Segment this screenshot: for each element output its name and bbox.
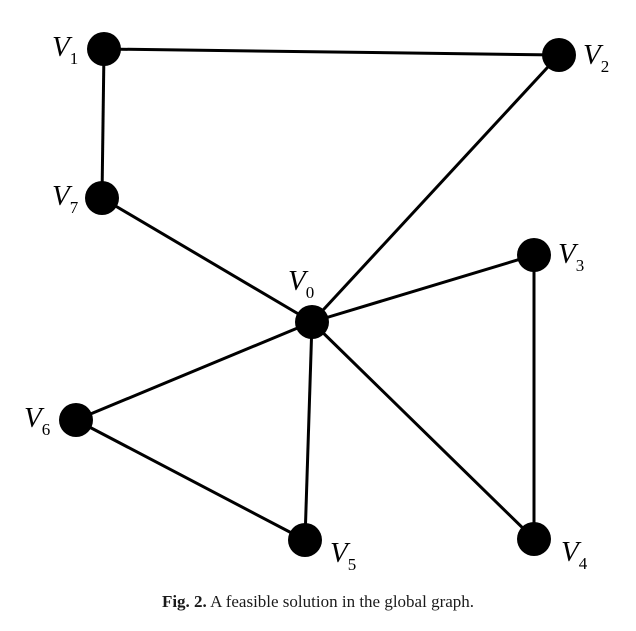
- node-v4: [517, 522, 551, 556]
- node-v3: [517, 238, 551, 272]
- node-label-v0: V0: [288, 265, 314, 302]
- node-label-v6: V6: [24, 402, 50, 439]
- node-label-v4: V4: [561, 536, 588, 573]
- node-label-v5: V5: [330, 537, 356, 574]
- edge-v2-v0: [310, 53, 561, 324]
- edge-v7-v0: [101, 196, 313, 324]
- graph-edges: [75, 47, 561, 542]
- node-label-v2: V2: [583, 39, 609, 76]
- edge-v6-v5: [75, 418, 306, 542]
- node-label-v3: V3: [558, 238, 584, 275]
- node-v2: [542, 38, 576, 72]
- edge-v0-v3: [311, 253, 535, 324]
- edge-v1-v2: [103, 47, 560, 57]
- node-v5: [288, 523, 322, 557]
- node-label-v7: V7: [52, 180, 79, 217]
- node-label-v1: V1: [52, 31, 78, 68]
- figure-caption: Fig. 2. A feasible solution in the globa…: [0, 592, 636, 612]
- node-v1: [87, 32, 121, 66]
- node-v7: [85, 181, 119, 215]
- edge-v0-v4: [310, 320, 536, 541]
- node-v0: [295, 305, 329, 339]
- graph-nodes: [59, 32, 576, 557]
- edge-v0-v6: [75, 320, 313, 422]
- caption-text: A feasible solution in the global graph.: [210, 592, 475, 611]
- node-v6: [59, 403, 93, 437]
- edge-v0-v5: [303, 321, 314, 541]
- figure-number: Fig. 2.: [161, 592, 207, 611]
- edge-v1-v7: [100, 48, 106, 199]
